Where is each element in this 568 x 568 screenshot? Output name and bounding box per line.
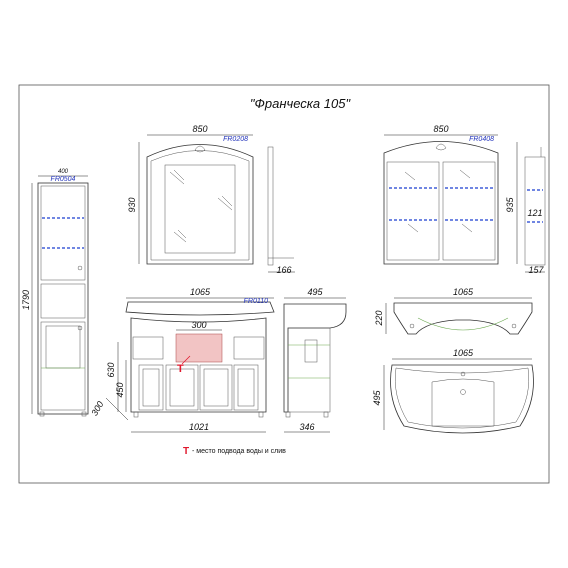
- cabinet-inner-label: 121: [527, 208, 542, 218]
- column-width-label: 400: [58, 169, 69, 175]
- plumbing-marker: Т: [177, 363, 184, 375]
- basin-top-dimensions: 1065 495: [372, 348, 532, 430]
- legend-marker: Т: [183, 446, 189, 457]
- mirror-height-label: 930: [127, 197, 137, 212]
- mirror-code: FR0208: [223, 136, 248, 143]
- legend-text: - место подвода воды и слив: [192, 448, 286, 455]
- cabinet-width-label: 850: [433, 124, 448, 134]
- mirror-cabinet-unit: [383, 141, 546, 266]
- basin-front-dimensions: 1065 220: [374, 287, 532, 334]
- niche-width-label: 300: [191, 320, 206, 330]
- vanity-top-width-label: 1065: [190, 287, 211, 297]
- cabinet-depth-label: 157: [528, 265, 544, 275]
- vanity-front-unit: Т: [125, 301, 275, 418]
- cabinet-code: FR0408: [469, 136, 494, 143]
- mirror-unit: [146, 144, 294, 266]
- vanity-side-dimensions: 495 346: [284, 287, 346, 433]
- basin-front-view: [393, 302, 533, 335]
- column-code: FR0504: [51, 176, 76, 183]
- basin-top-view: [390, 364, 534, 434]
- cabinet-height-label: 935: [505, 197, 515, 213]
- vanity-body-width-label: 1021: [189, 422, 209, 432]
- vanity-front-dimensions: 1065 FR0110 300 630 450 300 1021: [89, 287, 274, 433]
- vanity-leg-height-label: 300: [89, 399, 105, 417]
- column-height-label: 1790: [21, 290, 31, 310]
- vanity-side-unit: [283, 303, 347, 418]
- basin-front-height-label: 220: [374, 310, 384, 326]
- column-dimensions: 400 FR0504 1790: [21, 169, 88, 414]
- plumbing-legend: Т - место подвода воды и слив: [183, 446, 286, 457]
- drawing-title: "Франческа 105": [250, 96, 352, 111]
- vanity-code: FR0110: [244, 298, 268, 305]
- plumbing-niche: [175, 333, 223, 363]
- column-unit: [37, 182, 89, 417]
- basin-top-width-label: 1065: [453, 348, 474, 358]
- mirror-width-label: 850: [192, 124, 207, 134]
- basin-front-width-label: 1065: [453, 287, 474, 297]
- mirror-cabinet-dimensions: 850 FR0408 935 121 157: [384, 124, 545, 275]
- mirror-depth-label: 166: [276, 265, 291, 275]
- basin-top-depth-label: 495: [372, 390, 382, 406]
- vanity-side-bottom-label: 346: [299, 422, 314, 432]
- mirror-dimensions: 850 FR0208 930 166: [127, 124, 295, 275]
- vanity-body-height-label: 450: [115, 382, 125, 397]
- drawing-frame: [18, 84, 550, 484]
- vanity-side-top-label: 495: [307, 287, 323, 297]
- vanity-height-label: 630: [106, 362, 116, 377]
